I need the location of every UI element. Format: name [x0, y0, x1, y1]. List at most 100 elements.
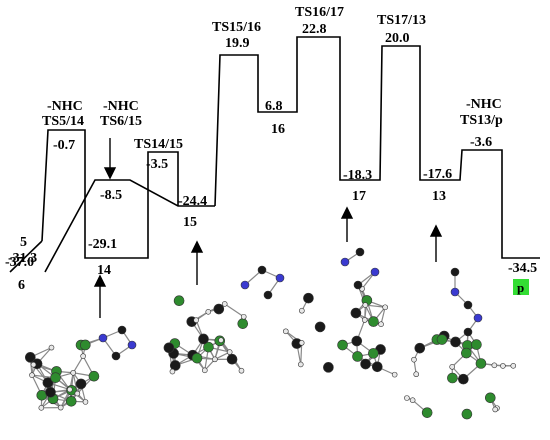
atom	[275, 273, 285, 283]
atom	[240, 313, 247, 320]
atom	[191, 352, 203, 364]
atom	[492, 406, 499, 413]
atom	[355, 247, 365, 257]
atom	[45, 387, 56, 398]
atom	[450, 267, 460, 277]
molecule-17	[282, 247, 398, 378]
atom	[314, 321, 326, 333]
atom	[449, 364, 455, 370]
atom	[413, 371, 420, 378]
energy-ts16-17: 22.8	[302, 22, 327, 37]
atom	[263, 290, 273, 300]
atom	[38, 405, 45, 411]
label-p: p	[517, 280, 524, 295]
atom	[458, 373, 469, 385]
atom	[414, 342, 426, 354]
atom	[337, 339, 348, 351]
atom	[257, 265, 267, 275]
atom	[362, 302, 369, 308]
energy-ts6-15: -8.5	[100, 188, 122, 203]
profile-segment-ts615	[44, 179, 215, 273]
arrow-ts6-15	[103, 138, 117, 180]
bond	[300, 342, 303, 365]
atom	[70, 369, 77, 376]
bond	[224, 303, 245, 318]
atom	[368, 316, 379, 327]
energy-ts15-16: 19.9	[225, 36, 250, 51]
atom	[350, 307, 362, 319]
atom	[461, 347, 472, 359]
label-14: 14	[97, 263, 111, 278]
atom	[411, 356, 417, 363]
atom	[221, 301, 228, 307]
atom	[75, 378, 87, 390]
atom	[297, 361, 304, 368]
energy-ts17-13: 20.0	[385, 31, 410, 46]
atom	[510, 362, 517, 369]
atom	[282, 328, 289, 335]
atom	[352, 351, 363, 362]
atom	[117, 325, 127, 335]
atom	[198, 333, 209, 345]
profile-segment-5-ts514	[41, 129, 86, 242]
atom	[65, 395, 77, 407]
energy-15: -24.4	[178, 194, 207, 209]
atom	[240, 280, 250, 290]
molecule-14	[25, 325, 137, 411]
profile-segment-14	[84, 151, 179, 259]
ts13-p-label: TS13/p	[460, 113, 503, 128]
atom	[450, 336, 461, 348]
atom	[421, 407, 433, 418]
atom	[25, 352, 36, 363]
atom	[50, 372, 61, 383]
arrow-14	[93, 274, 107, 318]
atom	[298, 340, 305, 346]
atom	[382, 304, 388, 311]
energy-ts14-15: -3.5	[146, 157, 168, 172]
atom	[473, 313, 483, 323]
atom	[193, 317, 199, 323]
atom	[436, 334, 448, 345]
atom	[463, 327, 473, 337]
atom	[111, 351, 121, 361]
label-16: 16	[271, 122, 285, 137]
atom	[484, 392, 496, 404]
atom	[378, 321, 384, 327]
atom	[67, 386, 73, 393]
atom	[370, 267, 380, 277]
nhc-label-3: -NHC	[466, 97, 502, 112]
atom	[226, 349, 233, 355]
atom	[491, 362, 498, 369]
profile-segment-6-to-5	[9, 240, 43, 273]
atom	[299, 307, 305, 314]
atom	[409, 397, 416, 404]
atom	[57, 404, 64, 411]
atom	[237, 318, 249, 329]
atom	[360, 358, 371, 370]
energy-ts13-p: -3.6	[470, 135, 492, 150]
atom	[450, 287, 460, 297]
arrow-17	[340, 206, 354, 242]
profile-segment-15-to-16	[214, 36, 540, 259]
atom	[173, 295, 185, 307]
atom	[163, 342, 175, 354]
atom	[353, 280, 363, 290]
atom	[74, 390, 81, 397]
atom	[127, 340, 137, 350]
label-17: 17	[352, 189, 366, 204]
energy-ts5-14: -0.7	[53, 138, 75, 153]
atom	[303, 292, 314, 304]
energy-14: -29.1	[88, 237, 117, 252]
atom	[98, 333, 108, 343]
atom	[80, 339, 91, 351]
atom	[361, 317, 368, 323]
energy-13: -17.6	[423, 167, 452, 182]
atom	[500, 363, 506, 369]
atom	[169, 368, 176, 375]
ts15-16-label: TS15/16	[212, 20, 261, 35]
atom	[48, 344, 55, 351]
energy-16: 6.8	[265, 99, 283, 114]
bond	[380, 307, 386, 325]
ts5-14-label: TS5/14	[42, 114, 84, 129]
energy-p: -34.5	[508, 261, 537, 276]
